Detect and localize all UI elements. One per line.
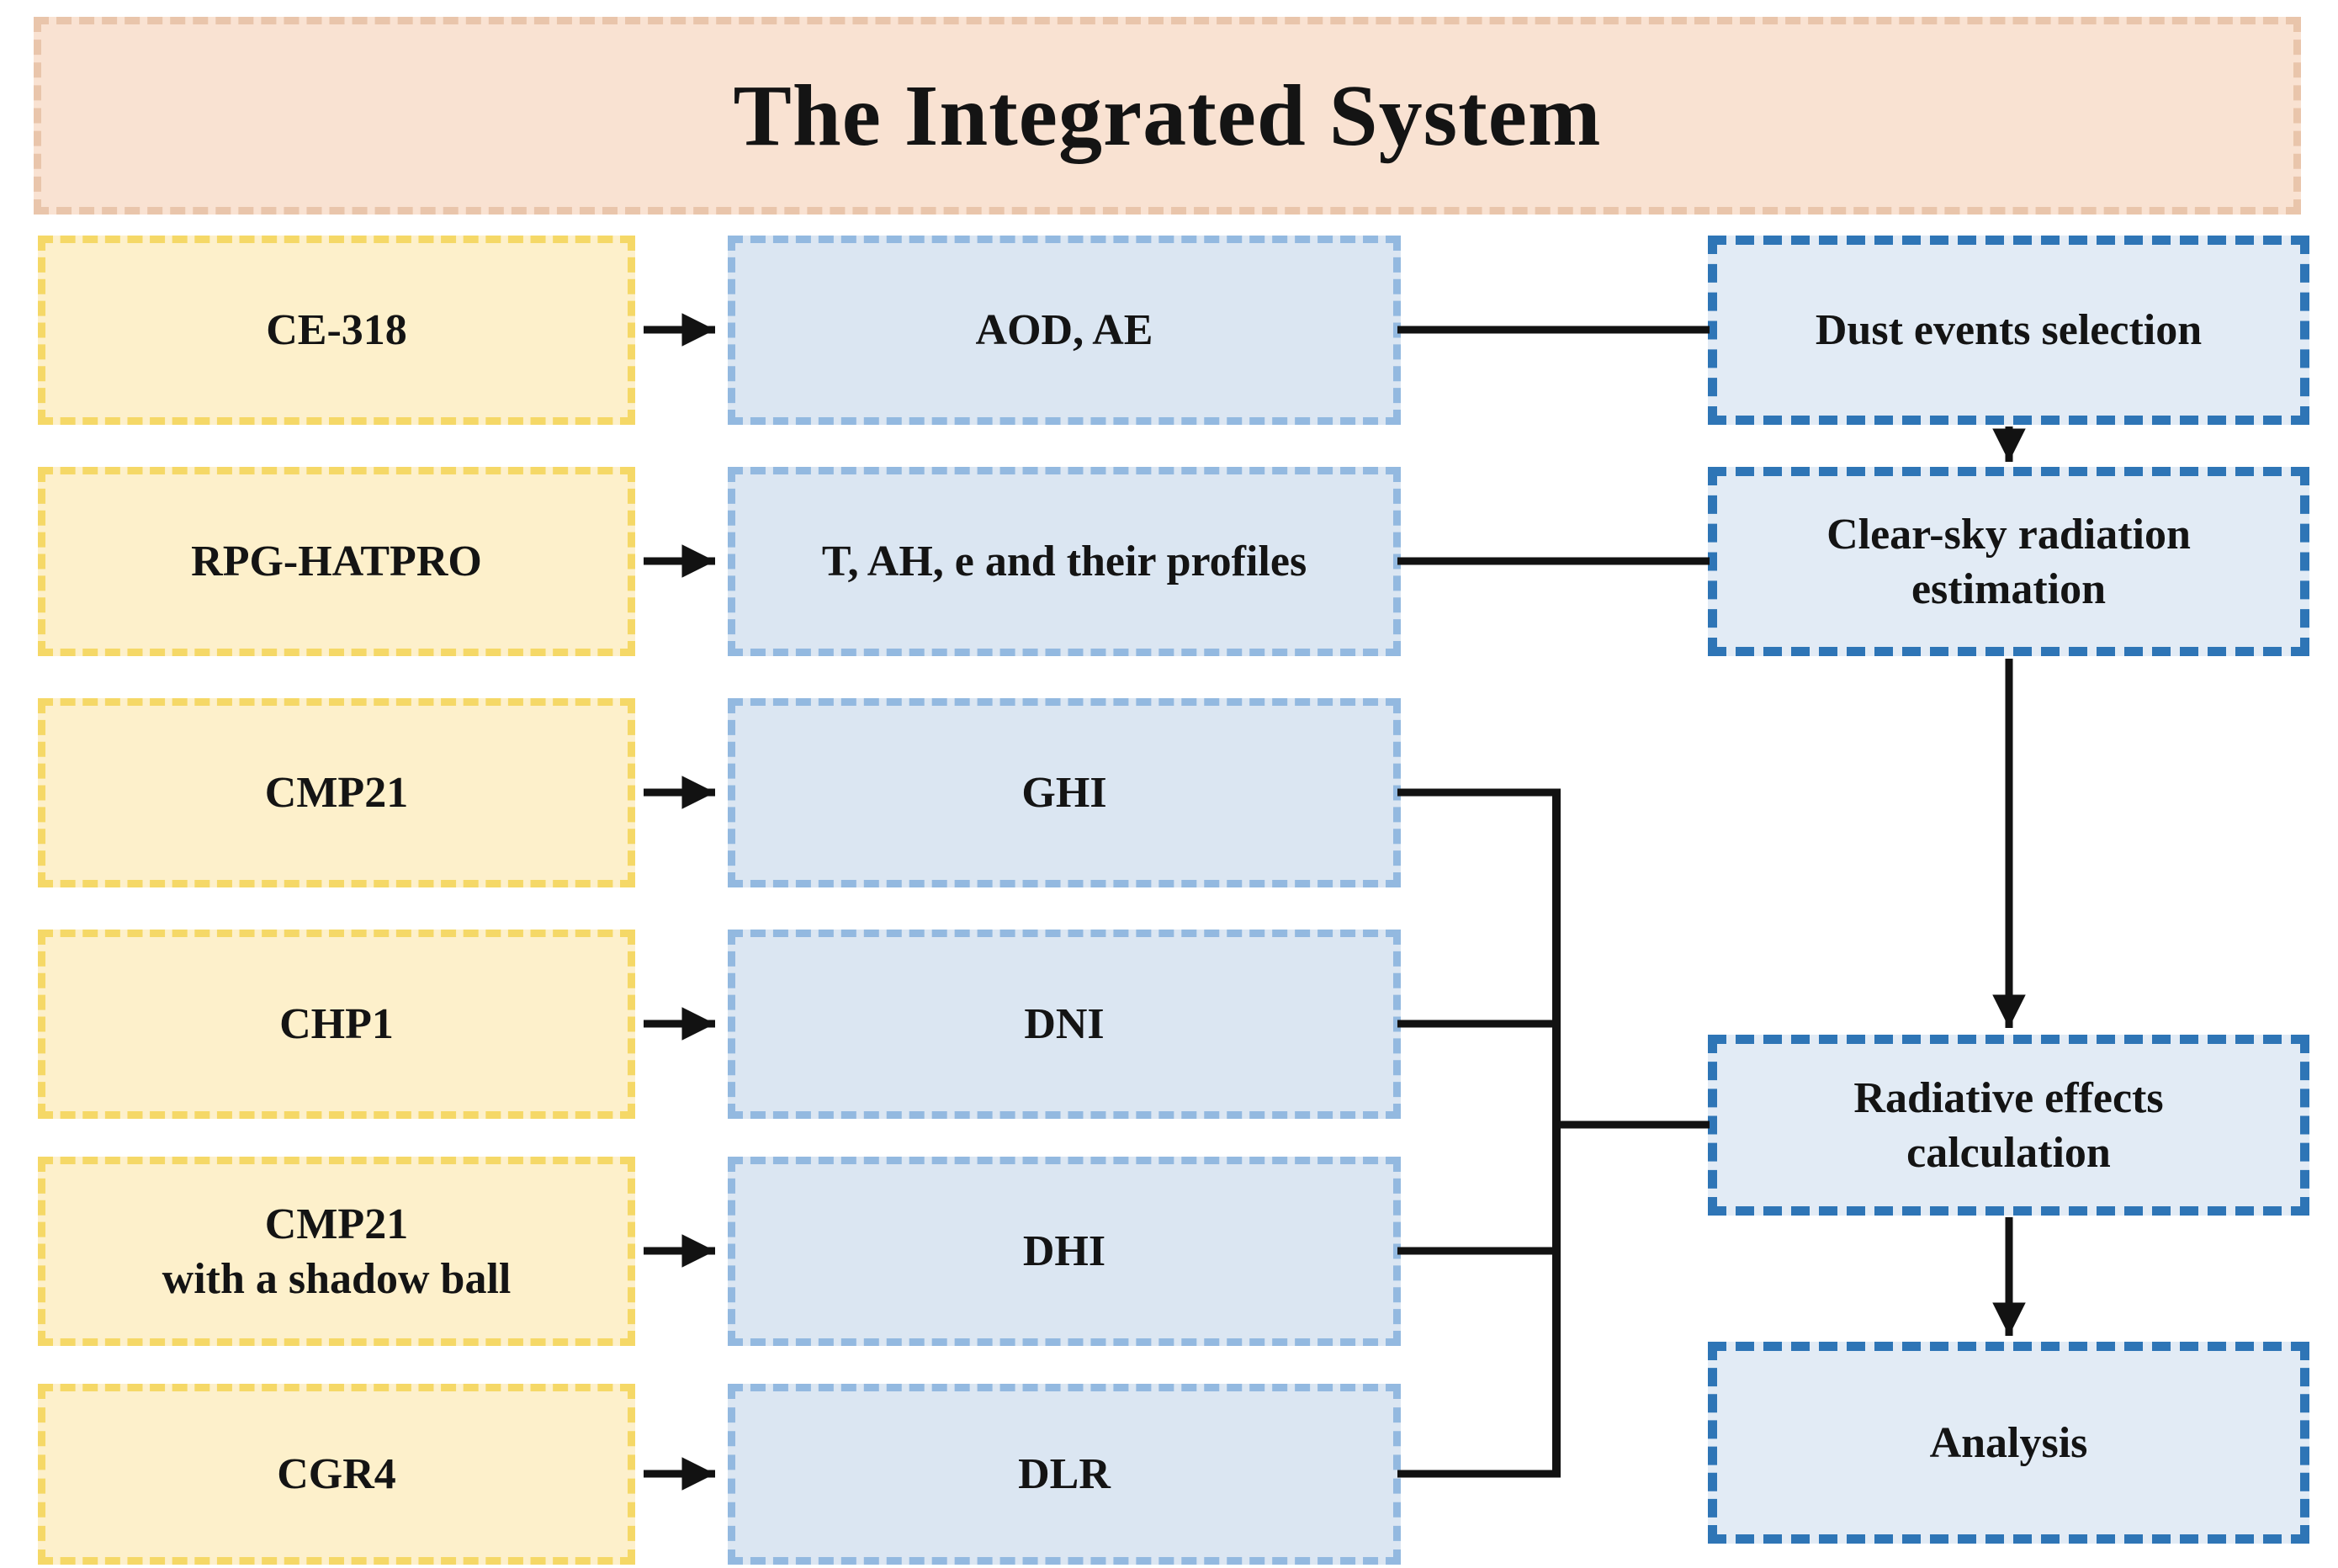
measurement-label: T, AH, e and their profiles [821, 538, 1307, 585]
process-label: Clear-sky radiation estimation [1826, 510, 2191, 613]
instrument-label: CGR4 [277, 1450, 396, 1498]
measurement-box-ghi: GHI [728, 698, 1401, 887]
instrument-label: RPG-HATPRO [191, 538, 482, 585]
process-box-analysis: Analysis [1708, 1342, 2309, 1544]
measurement-label: GHI [1021, 769, 1107, 817]
instrument-box-cmp21-shadow-ball: CMP21 with a shadow ball [38, 1157, 635, 1346]
measurement-box-dlr: DLR [728, 1384, 1401, 1565]
process-box-clear-sky-radiation-estimation: Clear-sky radiation estimation [1708, 467, 2309, 656]
instrument-label: CMP21 with a shadow ball [162, 1200, 512, 1303]
instrument-box-cmp21: CMP21 [38, 698, 635, 887]
process-label: Analysis [1929, 1418, 2088, 1467]
instrument-label: CE-318 [266, 306, 407, 354]
instrument-box-cgr4: CGR4 [38, 1384, 635, 1565]
title-text: The Integrated System [733, 66, 1602, 164]
instrument-box-chp1: CHP1 [38, 930, 635, 1119]
process-label: Radiative effects calculation [1853, 1073, 2164, 1177]
instrument-label: CMP21 [264, 769, 409, 817]
process-box-dust-events-selection: Dust events selection [1708, 236, 2309, 425]
instrument-label: CHP1 [279, 1000, 394, 1048]
title-banner: The Integrated System [34, 17, 2301, 215]
measurement-label: AOD, AE [975, 306, 1153, 354]
instrument-box-rpg-hatpro: RPG-HATPRO [38, 467, 635, 656]
instrument-box-ce318: CE-318 [38, 236, 635, 425]
measurement-box-dhi: DHI [728, 1157, 1401, 1346]
measurement-label: DHI [1022, 1227, 1106, 1275]
measurement-label: DNI [1024, 1000, 1105, 1048]
measurement-box-t-ah-e-profiles: T, AH, e and their profiles [728, 467, 1401, 656]
process-label: Dust events selection [1815, 306, 2203, 354]
measurement-box-dni: DNI [728, 930, 1401, 1119]
measurement-box-aod-ae: AOD, AE [728, 236, 1401, 425]
measurement-label: DLR [1018, 1450, 1111, 1498]
process-box-radiative-effects-calculation: Radiative effects calculation [1708, 1035, 2309, 1216]
